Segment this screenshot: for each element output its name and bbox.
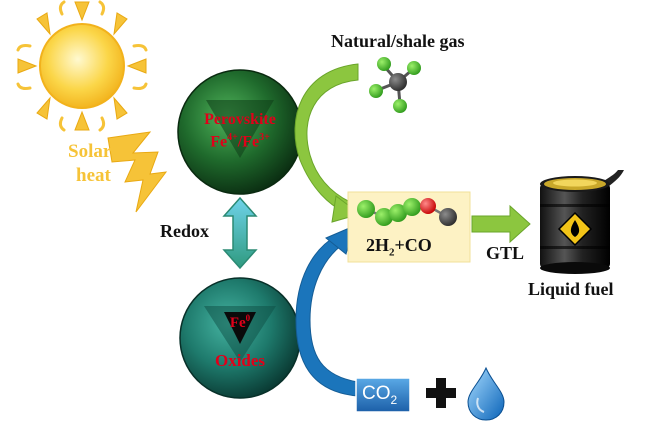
co2-subscript: 2: [390, 392, 398, 407]
fe0-charge: 0: [245, 313, 251, 323]
fe0-symbol: Fe: [229, 315, 246, 331]
fe-high-label: Fe: [210, 133, 228, 151]
perovskite-formula: Fe4+/Fe3+: [210, 133, 270, 150]
syngas-co: +CO: [394, 235, 432, 255]
gtl-arrow: [471, 204, 531, 244]
co2-label: CO2: [362, 384, 397, 406]
co2-to-syngas-arrow: [295, 225, 359, 397]
fe-low-charge: 3+: [259, 132, 270, 143]
redox-arrow: [222, 196, 258, 270]
co2-text: CO: [362, 383, 391, 404]
natural-gas-label: Natural/shale gas: [331, 31, 465, 51]
oxides-sphere: [179, 277, 301, 399]
oxides-label: Oxides: [214, 351, 266, 370]
fe-low-label: /Fe: [237, 133, 260, 151]
syngas-h2-subscript: 2: [389, 246, 395, 259]
co2-box: [355, 377, 411, 413]
lightning-icon: [107, 131, 168, 213]
gtl-label: GTL: [486, 243, 525, 263]
water-drop-icon: [467, 366, 505, 421]
sun-icon: [16, 0, 148, 132]
water-drop-highlight: [476, 397, 485, 413]
oil-barrel-icon: [540, 170, 624, 274]
syngas-label: 2H2+CO: [366, 236, 432, 259]
liquid-fuel-label: Liquid fuel: [528, 279, 614, 299]
syngas-molecule-icon: [357, 198, 457, 226]
redox-label: Redox: [160, 221, 209, 241]
fe-high-charge: 4+: [227, 132, 238, 143]
solar-label: Solar: [68, 141, 112, 162]
plus-icon: [426, 378, 456, 408]
heat-label: heat: [76, 165, 111, 186]
fe0-label: Fe0: [230, 314, 250, 331]
methane-molecule-icon: [369, 57, 421, 113]
syngas-h2: 2H: [366, 235, 390, 255]
perovskite-sphere: [177, 69, 303, 195]
perovskite-label: Perovskite: [204, 111, 276, 128]
